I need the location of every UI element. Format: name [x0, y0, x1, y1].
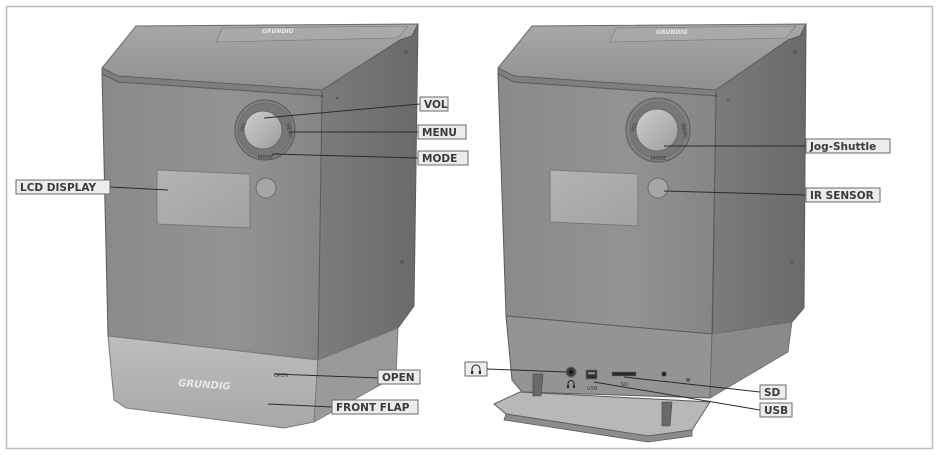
- aux-jack: [661, 371, 667, 377]
- label-jog-shuttle: Jog-Shuttle: [805, 138, 891, 154]
- screw: [336, 97, 338, 99]
- knob-mark-bottom: MODE: [651, 156, 666, 162]
- connector-panel-side: [709, 321, 793, 399]
- knob-mark-right: MENU: [284, 123, 294, 139]
- usb-port-mark: USB: [587, 386, 598, 392]
- headphone-icon: [471, 364, 481, 374]
- label-usb: USB: [759, 402, 793, 418]
- connector-panel: [505, 315, 713, 399]
- leader-front-flap: [267, 403, 333, 408]
- sd-card-slot: [611, 371, 637, 377]
- knob-mark-left: VOL: [630, 121, 639, 133]
- label-vol: VOL: [419, 96, 449, 112]
- volume-knob[interactable]: [243, 110, 283, 150]
- usb-port-tongue: [588, 372, 595, 375]
- screw: [790, 260, 794, 264]
- label-open: OPEN: [377, 369, 421, 385]
- screw: [714, 94, 718, 98]
- label-front-flap-text: FRONT FLAP: [336, 402, 410, 414]
- speaker-unit-front: VOL MENU MODE GRUNDIG GRUNDIG OPEN: [101, 23, 419, 429]
- screw: [686, 378, 690, 382]
- front-flap-edge: [503, 413, 693, 443]
- label-lcd-display: LCD DISPLAY: [15, 179, 111, 195]
- label-usb-text: USB: [764, 405, 788, 417]
- flap-open-mark: OPEN: [274, 373, 288, 379]
- lcd-display: [156, 169, 251, 229]
- label-open-text: OPEN: [382, 372, 415, 384]
- leader-vol: [263, 103, 421, 119]
- brand-logo-front: GRUNDIG: [178, 378, 231, 393]
- speaker-unit-open: VOL MENU MODE USB SD GRUNDIG: [493, 23, 807, 443]
- label-menu: MENU: [417, 124, 467, 140]
- knob-mark-right: MENU: [679, 123, 689, 139]
- label-lcd-display-text: LCD DISPLAY: [20, 182, 96, 194]
- leader-ir: [663, 190, 807, 196]
- screw: [320, 94, 324, 98]
- brand-logo-top: GRUNDIG: [656, 29, 688, 36]
- label-mode: MODE: [417, 150, 469, 166]
- flap-hinge-right: [661, 401, 673, 427]
- leader-mode: [271, 153, 419, 159]
- label-headphone: [464, 361, 488, 377]
- lcd-display: [549, 169, 639, 227]
- label-ir-sensor: IR SENSOR: [805, 187, 881, 203]
- unit-top-strip: [609, 25, 797, 43]
- label-jog-shuttle-text: Jog-Shuttle: [809, 141, 876, 153]
- flap-hinge-left: [532, 373, 544, 397]
- screw: [793, 50, 797, 54]
- brand-logo-top: GRUNDIG: [262, 28, 294, 35]
- label-ir-sensor-text: IR SENSOR: [810, 190, 874, 202]
- ir-sensor: [647, 177, 669, 199]
- leader-lines: [109, 103, 807, 411]
- screw: [400, 260, 404, 264]
- leader-usb: [593, 381, 761, 411]
- screw: [727, 99, 729, 101]
- headphone-jack-icon: [567, 380, 575, 388]
- headphone-jack-hole: [569, 370, 573, 374]
- knob-mark-left: VOL: [239, 121, 248, 133]
- leader-sd: [623, 376, 761, 393]
- ir-sensor: [255, 177, 277, 199]
- label-menu-text: MENU: [422, 127, 457, 139]
- unit-top-strip: [215, 25, 409, 43]
- label-sd-text: SD: [764, 387, 781, 399]
- label-sd: SD: [759, 384, 787, 400]
- label-front-flap: FRONT FLAP: [331, 399, 419, 415]
- knob-mark-bottom: MODE: [258, 155, 273, 161]
- label-vol-text: VOL: [424, 99, 448, 111]
- leader-headphone: [486, 368, 567, 373]
- screw: [404, 50, 408, 54]
- sd-slot-mark: SD: [621, 382, 628, 388]
- label-mode-text: MODE: [422, 153, 457, 165]
- jog-shuttle-knob[interactable]: [635, 108, 679, 152]
- leader-open: [273, 373, 381, 379]
- leader-lcd: [109, 186, 169, 191]
